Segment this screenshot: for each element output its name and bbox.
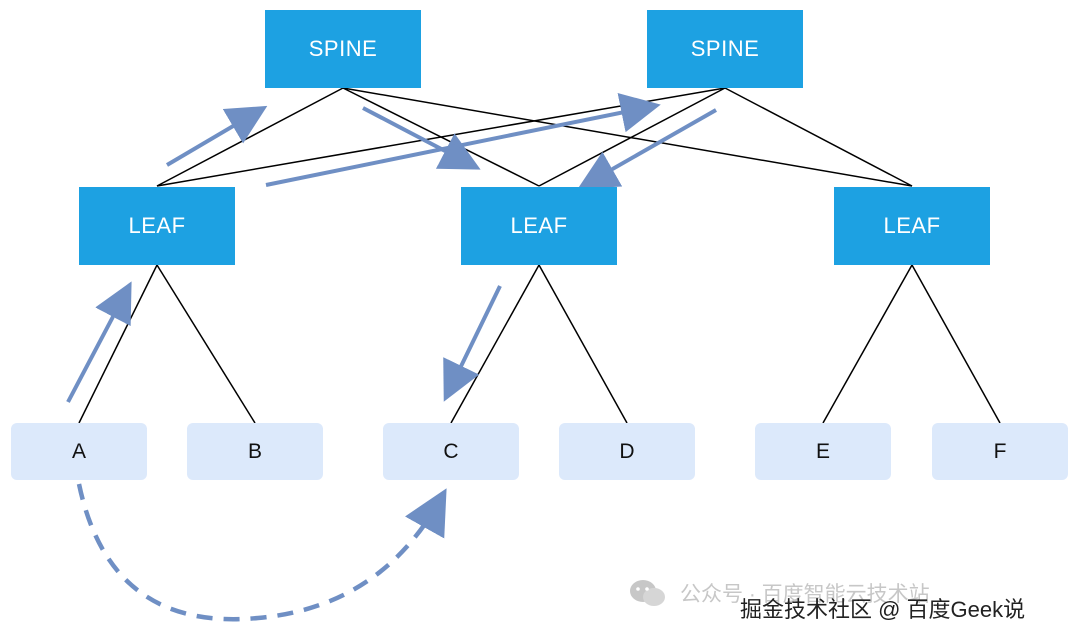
link-spine2-leaf3 <box>724 87 913 187</box>
leaf-switch-2: LEAF <box>461 187 617 265</box>
host-node-f: F <box>932 423 1068 480</box>
link-leaf3-e <box>822 264 913 424</box>
host-node-c: C <box>383 423 519 480</box>
dashed-path-a-to-c <box>76 483 447 622</box>
flow-arrow-leaf1-to-spine1 <box>165 105 268 167</box>
leaf-switch-1: LEAF <box>79 187 235 265</box>
spine-switch-2: SPINE <box>647 10 803 88</box>
link-leaf2-c <box>450 264 540 424</box>
wechat-icon <box>630 580 665 606</box>
host-node-d: D <box>559 423 695 480</box>
watermark-credit: 掘金技术社区 @ 百度Geek说 <box>740 597 1026 622</box>
link-spine2-leaf2 <box>538 87 726 187</box>
link-leaf1-a <box>78 264 158 424</box>
link-spine1-leaf1 <box>156 87 344 187</box>
host-node-e: E <box>755 423 891 480</box>
flow-arrow-leaf1-to-spine2 <box>265 92 661 187</box>
host-node-b: B <box>187 423 323 480</box>
flow-arrow-a-to-leaf1 <box>66 281 132 403</box>
host-node-a: A <box>11 423 147 480</box>
link-leaf3-f <box>911 264 1001 424</box>
flow-arrow-spine1-to-leaf2 <box>362 106 481 170</box>
link-spine1-leaf3 <box>342 87 913 187</box>
watermark-text: 公众号 · 百度智能云技术站 <box>680 583 930 606</box>
leaf-switch-3: LEAF <box>834 187 990 265</box>
spine-switch-1: SPINE <box>265 10 421 88</box>
flow-arrow-leaf2-to-c <box>443 285 502 402</box>
flow-arrow-spine2-to-leaf2 <box>577 108 717 189</box>
link-spine2-leaf1 <box>156 87 726 187</box>
link-leaf1-b <box>156 264 256 424</box>
link-leaf2-d <box>538 264 628 424</box>
